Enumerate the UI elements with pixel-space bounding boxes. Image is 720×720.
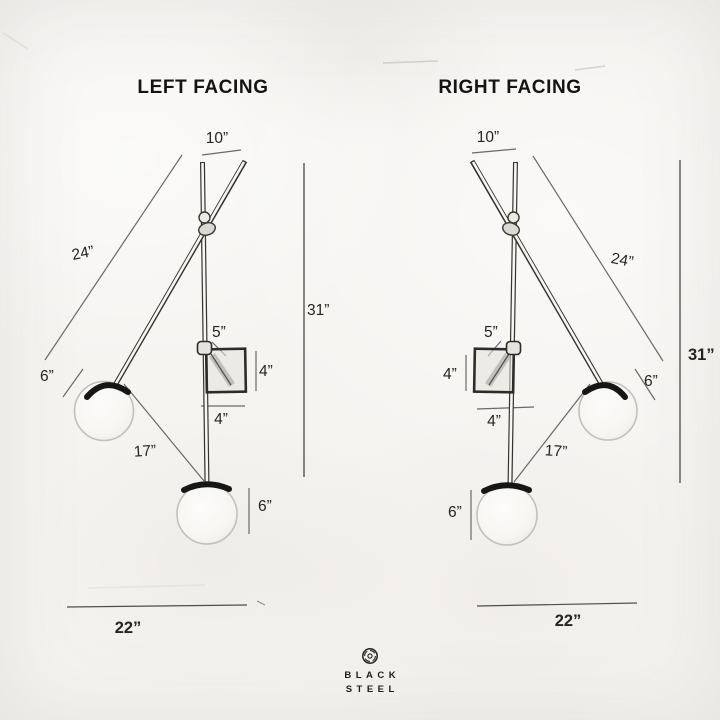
left-dim-overall-width-label: 22”: [114, 619, 142, 637]
right-dim-24-line: [532, 155, 664, 362]
right-dim-lower-globe-label: 6”: [448, 504, 462, 521]
brand-word-black: BLACK: [344, 670, 401, 681]
left-lower-globe-socket: [181, 481, 232, 493]
left-swivel-joint: [198, 211, 216, 236]
left-dim-upper-globe-label: 6”: [40, 368, 54, 385]
left-canopy-box: [196, 340, 248, 394]
left-dim-drop-label: 17”: [133, 442, 157, 461]
circular-knot-icon: [362, 648, 378, 664]
right-dim-6-upper-tick: [634, 368, 656, 401]
left-dim-22-line: [66, 604, 248, 608]
scan-artifacts: [2, 32, 606, 589]
right-fixture: [465, 148, 681, 607]
right-dim-upper-globe-label: 6”: [644, 373, 658, 390]
right-dim-22-line: [476, 602, 638, 607]
right-dim-10-line: [471, 148, 517, 154]
left-rod-clamp: [196, 340, 213, 356]
left-lower-globe: [176, 483, 238, 545]
left-dim-canopy-bottom-label: 4”: [214, 411, 228, 428]
left-dim-17-line: [123, 383, 205, 482]
left-dim-canopy-top-label: 5”: [212, 324, 226, 341]
left-dim-10-line: [201, 149, 242, 156]
right-upper-globe-socket: [582, 382, 628, 400]
right-dim-top-width-label: 10”: [476, 129, 500, 146]
left-dim-6-upper-tick: [62, 368, 84, 398]
right-dim-4-bottom-line: [476, 406, 535, 410]
right-swivel-joint: [502, 211, 520, 236]
left-dim-height-label: 31”: [307, 302, 330, 319]
right-rod-clamp: [505, 340, 522, 356]
right-view-title: RIGHT FACING: [438, 77, 582, 98]
brand-word-steel: STEEL: [345, 683, 399, 695]
right-dim-overall-width-label: 22”: [554, 612, 582, 630]
right-dim-canopy-side-label: 4”: [443, 366, 457, 383]
left-dim-top-width-label: 10”: [205, 130, 229, 147]
left-vertical-rod: [200, 161, 210, 487]
left-dim-canopy-side-label: 4”: [259, 363, 273, 380]
right-dim-drop-label: 17”: [544, 442, 568, 461]
right-dim-height-label: 31”: [688, 346, 715, 364]
left-upper-globe-socket: [84, 382, 131, 400]
brand-logo: BLACK STEEL: [320, 647, 420, 697]
right-dim-canopy-bottom-label: 4”: [487, 413, 501, 430]
right-vertical-rod: [507, 161, 518, 487]
right-canopy-box: [472, 340, 522, 394]
right-lower-globe: [476, 484, 538, 546]
left-dim-24-line: [44, 154, 183, 361]
right-dim-17-line: [513, 383, 591, 483]
right-diagonal-rod: [469, 159, 606, 389]
left-dim-lower-globe-label: 6”: [258, 498, 272, 515]
left-view-title: LEFT FACING: [137, 77, 269, 98]
left-diagonal-rod: [111, 159, 248, 389]
left-dim-22-tick: [256, 600, 266, 606]
right-lower-globe-socket: [481, 482, 532, 494]
right-dim-canopy-top-label: 5”: [484, 324, 498, 341]
right-dimension-lines: [465, 148, 681, 607]
left-fixture: [44, 149, 305, 608]
